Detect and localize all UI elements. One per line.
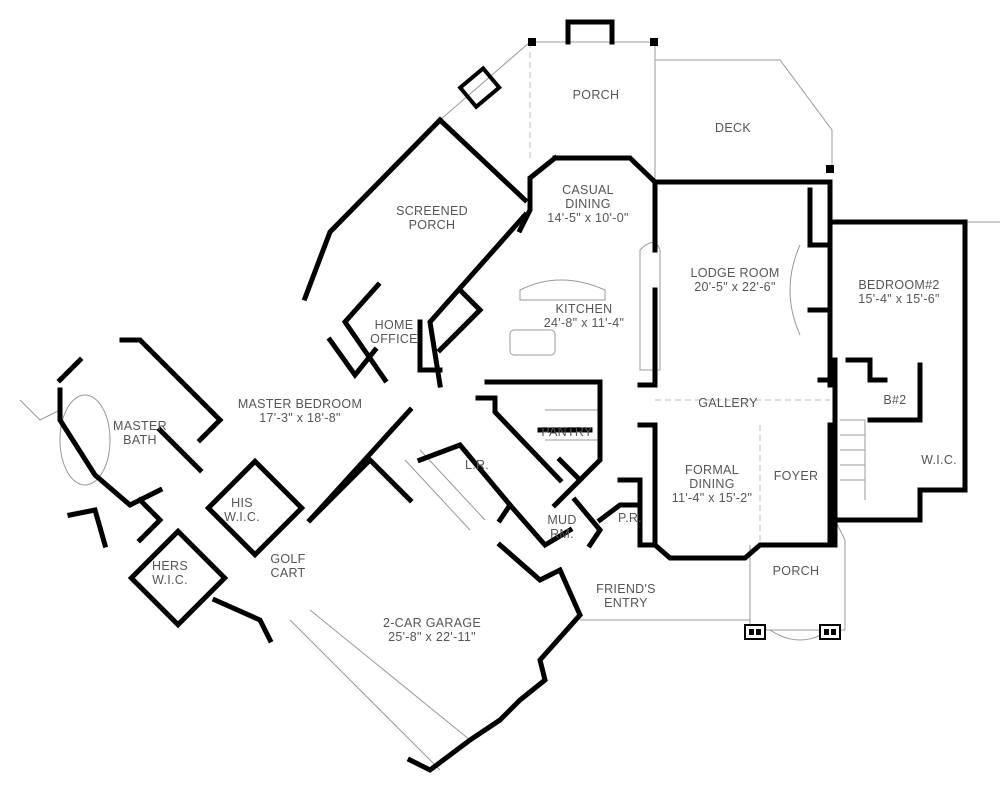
room-size: 25'-8" x 22'-11" <box>388 630 476 644</box>
room-size: 15'-4" x 15'-6" <box>858 292 940 306</box>
room-name: KITCHEN <box>555 302 613 316</box>
room-size: 20'-5" x 22'-6" <box>694 280 776 294</box>
room-label-powder-room: P.R. <box>618 511 642 525</box>
room-label-porch-front: PORCH <box>773 564 820 578</box>
room-name: FRIEND'S <box>596 582 656 596</box>
room-name: FOYER <box>773 469 819 483</box>
room-name: ENTRY <box>604 596 648 610</box>
room-name: W.I.C. <box>921 453 957 467</box>
room-label-gallery: GALLERY <box>698 396 758 410</box>
room-name: FORMAL <box>685 463 739 477</box>
thin-outlines <box>19 41 1000 771</box>
room-name: W.I.C. <box>152 573 188 587</box>
room-name: HIS <box>231 496 253 510</box>
room-name: MASTER <box>113 419 167 433</box>
room-name: HERS <box>152 559 188 573</box>
room-name: CASUAL <box>562 183 614 197</box>
room-label-deck: DECK <box>715 121 751 135</box>
room-label-pantry: PANTRY <box>541 425 592 439</box>
room-name: 2-CAR GARAGE <box>382 616 482 630</box>
room-name: LODGE ROOM <box>690 266 780 280</box>
walls <box>56 19 968 773</box>
room-name: CART <box>270 566 306 580</box>
room-name: L.R. <box>464 458 490 472</box>
room-size: 14'-5" x 10'-0" <box>547 211 629 225</box>
room-name: PORCH <box>408 218 456 232</box>
room-size: 11'-4" x 15'-2" <box>671 491 753 505</box>
room-size: 24'-8" x 11'-4" <box>543 316 625 330</box>
room-label-laundry: L.R. <box>465 458 489 472</box>
room-label-foyer: FOYER <box>774 469 819 483</box>
room-name: OFFICE <box>370 332 418 346</box>
room-name: MASTER BEDROOM <box>237 397 363 411</box>
room-size: 17'-3" x 18'-8" <box>259 411 341 425</box>
room-name: PORCH <box>572 88 620 102</box>
room-name: P.R. <box>618 511 642 525</box>
room-label-bath-2: B#2 <box>883 393 906 407</box>
room-name: SCREENED <box>396 204 468 218</box>
room-name: DINING <box>689 477 735 491</box>
columns <box>744 165 841 640</box>
room-name: PORCH <box>772 564 820 578</box>
room-name: DINING <box>565 197 611 211</box>
room-name: PANTRY <box>541 425 593 439</box>
room-label-wic: W.I.C. <box>921 453 957 467</box>
room-name: MUD <box>547 513 577 527</box>
room-name: GALLERY <box>698 396 758 410</box>
room-name: GOLF <box>270 552 306 566</box>
room-name: BEDROOM#2 <box>858 278 940 292</box>
room-name: W.I.C. <box>224 510 260 524</box>
room-name: BATH <box>123 433 157 447</box>
room-label-porch-rear: PORCH <box>573 88 620 102</box>
room-name: DECK <box>715 121 751 135</box>
room-name: RM. <box>550 527 574 541</box>
room-name: HOME <box>374 318 414 332</box>
room-name: B#2 <box>883 393 907 407</box>
